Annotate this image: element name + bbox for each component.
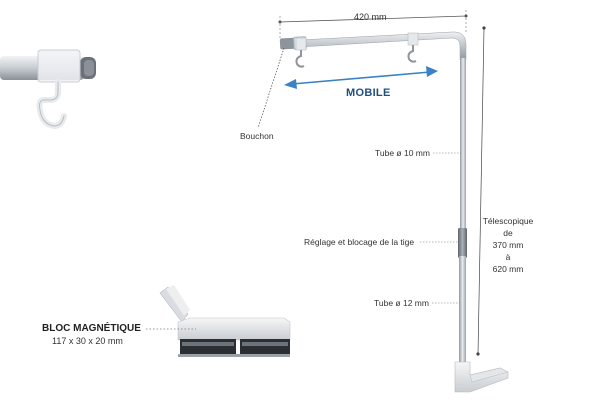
telescopic-line-5: 620 mm — [492, 264, 524, 274]
pole-base-bracket — [454, 361, 509, 393]
label-tube-10: Tube ø 10 mm — [375, 148, 430, 158]
label-bloc-dimensions: 117 x 30 x 20 mm — [52, 336, 123, 346]
label-width-420: 420 mm — [354, 12, 387, 22]
tube-12mm — [459, 256, 466, 368]
dimension-line-telescopic — [476, 26, 486, 356]
hook-right — [407, 32, 419, 63]
label-reglage: Réglage et blocage de la tige — [304, 237, 415, 247]
label-telescopic: Télescopique de 370 mm à 620 mm — [480, 215, 536, 275]
telescopic-line-2: de — [503, 228, 513, 238]
horizontal-arm — [279, 31, 467, 68]
label-mobile: MOBILE — [346, 87, 391, 99]
adjustment-sleeve — [458, 228, 467, 258]
hook-left — [295, 37, 307, 68]
detail-hook-collar — [37, 49, 81, 83]
tube-10mm — [460, 58, 466, 230]
label-tube-12: Tube ø 12 mm — [374, 298, 429, 308]
mobile-double-arrow — [284, 66, 438, 89]
magnetic-block — [159, 285, 291, 357]
vertical-pole — [458, 58, 467, 368]
magnet-left — [180, 339, 236, 355]
label-bouchon: Bouchon — [240, 131, 274, 141]
magnet-right — [240, 339, 290, 355]
detail-tube-closeup — [0, 49, 96, 130]
dimension-line-width — [278, 10, 468, 40]
telescopic-line-3: 370 mm — [492, 240, 524, 250]
leader-bouchon — [257, 47, 285, 129]
telescopic-line-1: Télescopique — [482, 216, 534, 226]
telescopic-line-4: à — [505, 252, 511, 262]
label-bloc-magnetique: BLOC MAGNÉTIQUE — [42, 323, 141, 334]
